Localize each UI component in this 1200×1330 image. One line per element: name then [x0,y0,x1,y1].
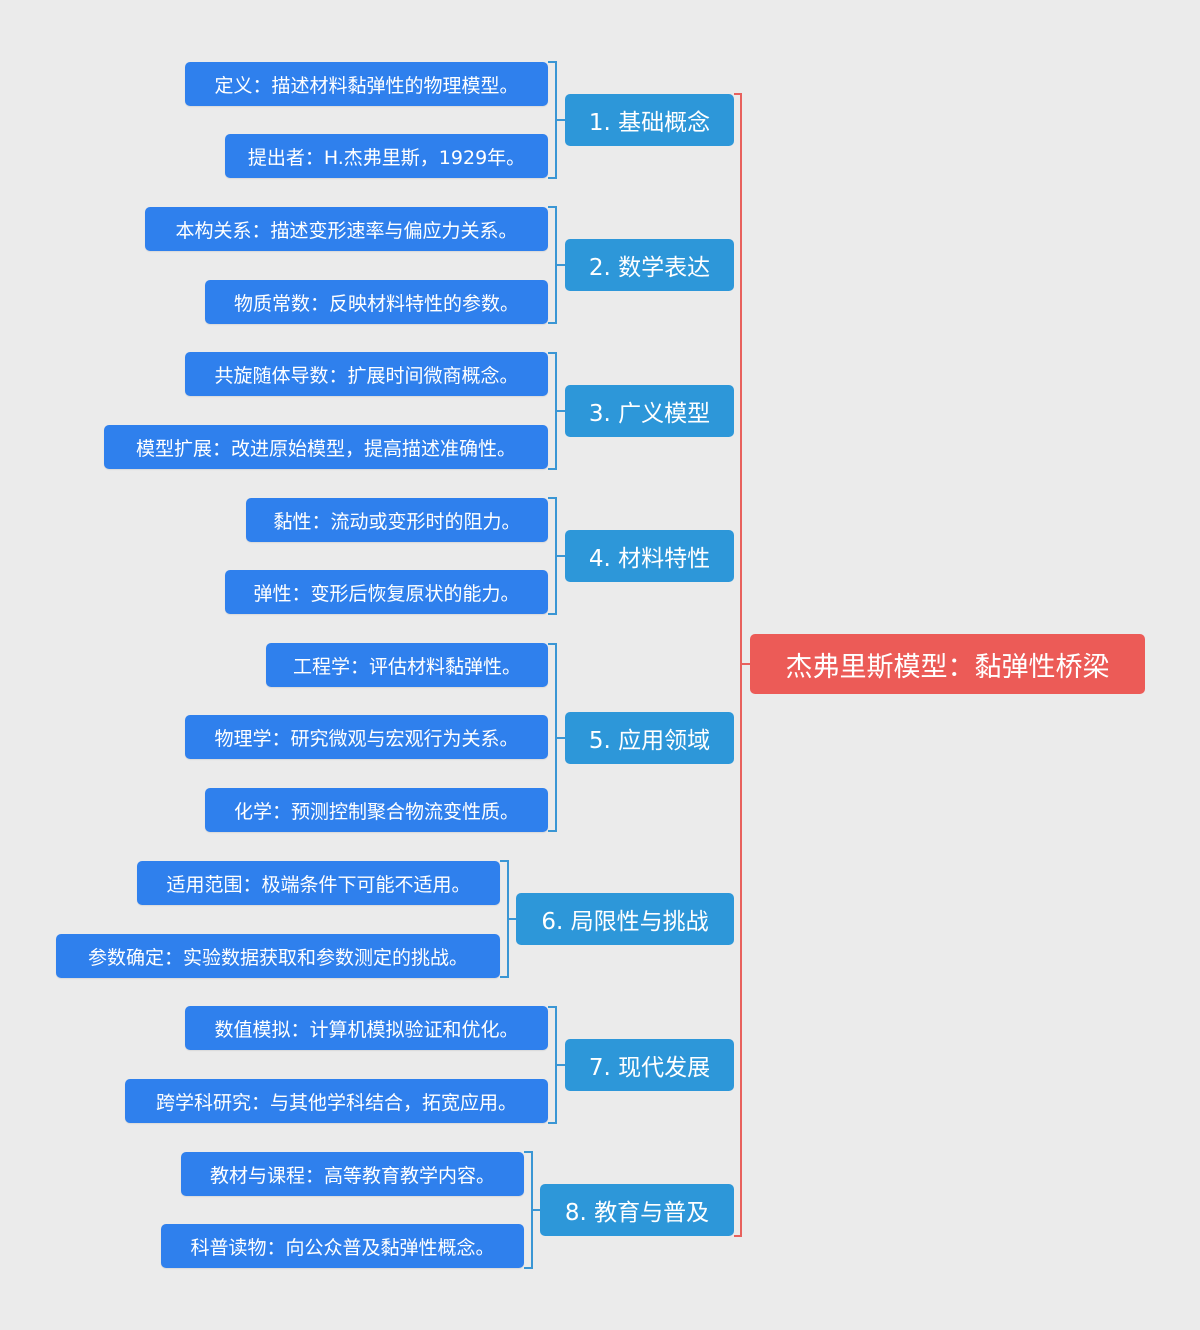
leaf-topic[interactable]: 化学：预测控制聚合物流变性质。 [205,788,548,832]
leaf-topic-label: 适用范围：极端条件下可能不适用。 [166,873,471,896]
root-connector-bottom-tick [734,1235,742,1237]
branch-2-bracket-top [548,206,557,208]
branch-topic-3[interactable]: 3. 广义模型 [565,385,734,437]
leaf-topic[interactable]: 弹性：变形后恢复原状的能力。 [225,570,548,614]
root-connector-stub [740,663,750,665]
branch-topic-1[interactable]: 1. 基础概念 [565,94,734,146]
branch-3-bracket-bottom [548,468,557,470]
branch-3-bracket-top [548,352,557,354]
branch-topic-label: 7. 现代发展 [588,1055,711,1081]
leaf-topic[interactable]: 黏性：流动或变形时的阻力。 [246,498,548,542]
branch-topic-label: 6. 局限性与挑战 [541,909,709,935]
leaf-topic-label: 参数确定：实验数据获取和参数测定的挑战。 [87,946,468,969]
branch-8-bracket-top [524,1151,533,1153]
branch-4-bracket-bottom [548,613,557,615]
root-topic-label: 杰弗里斯模型：黏弹性桥梁 [785,651,1110,683]
leaf-topic[interactable]: 适用范围：极端条件下可能不适用。 [137,861,500,905]
branch-topic-8[interactable]: 8. 教育与普及 [540,1184,734,1236]
branch-topic-4[interactable]: 4. 材料特性 [565,530,734,582]
branch-topic-label: 5. 应用领域 [588,728,711,754]
branch-5-stub [555,737,565,739]
branch-topic-2[interactable]: 2. 数学表达 [565,239,734,291]
branch-topic-6[interactable]: 6. 局限性与挑战 [516,893,734,945]
leaf-topic[interactable]: 定义：描述材料黏弹性的物理模型。 [185,62,548,106]
branch-2-bracket-bottom [548,322,557,324]
leaf-topic-label: 黏性：流动或变形时的阻力。 [273,510,521,533]
leaf-topic[interactable]: 提出者：H.杰弗里斯，1929年。 [225,134,548,178]
leaf-topic-label: 数值模拟：计算机模拟验证和优化。 [214,1018,519,1041]
leaf-topic-label: 本构关系：描述变形速率与偏应力关系。 [175,219,518,242]
branch-topic-label: 8. 教育与普及 [564,1200,710,1226]
branch-2-stub [555,264,565,266]
branch-4-bracket-top [548,497,557,499]
branch-4-stub [555,555,565,557]
root-topic[interactable]: 杰弗里斯模型：黏弹性桥梁 [750,634,1145,694]
branch-5-bracket-top [548,643,557,645]
branch-6-stub [507,918,517,920]
leaf-topic-label: 化学：预测控制聚合物流变性质。 [233,800,519,823]
leaf-topic-label: 共旋随体导数：扩展时间微商概念。 [214,364,519,387]
leaf-topic[interactable]: 跨学科研究：与其他学科结合，拓宽应用。 [125,1079,548,1123]
branch-6-bracket-bottom [500,976,509,978]
leaf-topic[interactable]: 教材与课程：高等教育教学内容。 [181,1152,524,1196]
leaf-topic-label: 弹性：变形后恢复原状的能力。 [253,582,520,605]
leaf-topic-label: 物理学：研究微观与宏观行为关系。 [214,727,519,750]
branch-6-bracket-top [500,860,509,862]
leaf-topic-label: 模型扩展：改进原始模型，提高描述准确性。 [135,437,516,460]
leaf-topic[interactable]: 物理学：研究微观与宏观行为关系。 [185,715,548,759]
leaf-topic-label: 跨学科研究：与其他学科结合，拓宽应用。 [155,1091,517,1114]
branch-5-bracket-bottom [548,830,557,832]
branch-7-bracket-top [548,1006,557,1008]
branch-1-stub [555,119,565,121]
leaf-topic[interactable]: 科普读物：向公众普及黏弹性概念。 [161,1224,524,1268]
leaf-topic[interactable]: 参数确定：实验数据获取和参数测定的挑战。 [56,934,500,978]
branch-1-bracket-top [548,61,557,63]
branch-topic-label: 4. 材料特性 [588,546,711,572]
leaf-topic-label: 工程学：评估材料黏弹性。 [292,655,521,678]
branch-3-stub [555,410,565,412]
leaf-topic[interactable]: 物质常数：反映材料特性的参数。 [205,280,548,324]
leaf-topic[interactable]: 模型扩展：改进原始模型，提高描述准确性。 [104,425,548,469]
branch-topic-label: 1. 基础概念 [588,110,711,136]
leaf-topic-label: 提出者：H.杰弗里斯，1929年。 [247,146,526,169]
branch-topic-5[interactable]: 5. 应用领域 [565,712,734,764]
branch-8-stub [531,1209,541,1211]
branch-8-bracket-bottom [524,1267,533,1269]
branch-7-stub [555,1064,565,1066]
branch-7-bracket-bottom [548,1122,557,1124]
leaf-topic[interactable]: 数值模拟：计算机模拟验证和优化。 [185,1006,548,1050]
root-connector-top-tick [734,93,742,95]
root-connector-vertical [740,93,742,1237]
leaf-topic[interactable]: 本构关系：描述变形速率与偏应力关系。 [145,207,548,251]
leaf-topic-label: 定义：描述材料黏弹性的物理模型。 [214,74,519,97]
leaf-topic-label: 物质常数：反映材料特性的参数。 [233,292,519,315]
leaf-topic[interactable]: 工程学：评估材料黏弹性。 [266,643,548,687]
leaf-topic[interactable]: 共旋随体导数：扩展时间微商概念。 [185,352,548,396]
branch-1-bracket-bottom [548,177,557,179]
branch-topic-label: 3. 广义模型 [588,401,711,427]
branch-topic-7[interactable]: 7. 现代发展 [565,1039,734,1091]
branch-topic-label: 2. 数学表达 [588,255,711,281]
leaf-topic-label: 科普读物：向公众普及黏弹性概念。 [190,1236,495,1259]
leaf-topic-label: 教材与课程：高等教育教学内容。 [209,1164,495,1187]
